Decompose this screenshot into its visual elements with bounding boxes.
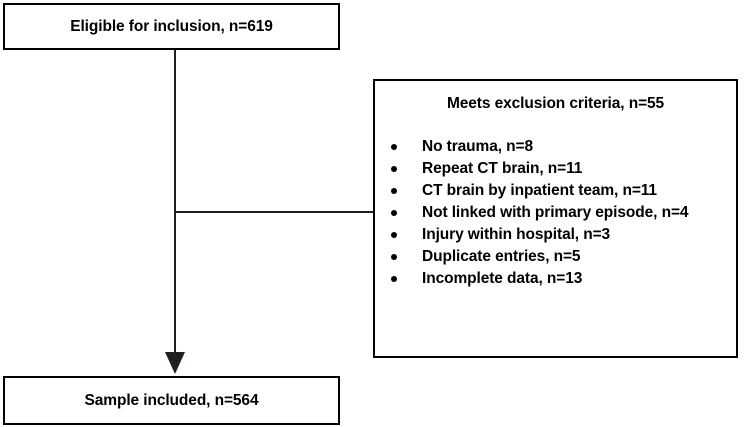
list-item-label: No trauma, n=8 — [422, 138, 534, 155]
list-item-label: Incomplete data, n=13 — [422, 270, 583, 287]
node-exclusion-criteria: Meets exclusion criteria, n=55 No trauma… — [373, 79, 738, 358]
node-eligible-label: Eligible for inclusion, n=619 — [70, 17, 273, 35]
list-item: Repeat CT brain, n=11 — [375, 158, 736, 180]
bullet-icon — [391, 254, 397, 260]
list-item: No trauma, n=8 — [375, 136, 736, 158]
arrowhead-down-icon — [165, 352, 185, 374]
list-item: CT brain by inpatient team, n=11 — [375, 180, 736, 202]
node-sample-included: Sample included, n=564 — [3, 376, 340, 425]
connector-branch-line — [174, 211, 373, 213]
bullet-icon — [391, 144, 397, 150]
bullet-icon — [391, 276, 397, 282]
bullet-icon — [391, 232, 397, 238]
list-item-label: Repeat CT brain, n=11 — [422, 160, 583, 177]
bullet-icon — [391, 188, 397, 194]
list-item: Incomplete data, n=13 — [375, 268, 736, 290]
list-item: Not linked with primary episode, n=4 — [375, 202, 736, 224]
exclusion-title: Meets exclusion criteria, n=55 — [446, 95, 665, 112]
exclusion-criteria-list: No trauma, n=8 Repeat CT brain, n=11 CT … — [375, 136, 736, 290]
bullet-icon — [391, 166, 397, 172]
list-item: Injury within hospital, n=3 — [375, 224, 736, 246]
list-item: Duplicate entries, n=5 — [375, 246, 736, 268]
bullet-icon — [391, 210, 397, 216]
connector-trunk-line — [174, 50, 176, 353]
node-eligible-for-inclusion: Eligible for inclusion, n=619 — [3, 3, 340, 50]
list-item-label: Not linked with primary episode, n=4 — [422, 204, 689, 221]
list-item-label: Duplicate entries, n=5 — [422, 248, 581, 265]
node-sample-label: Sample included, n=564 — [84, 391, 259, 409]
list-item-label: CT brain by inpatient team, n=11 — [422, 182, 657, 199]
list-item-label: Injury within hospital, n=3 — [422, 226, 611, 243]
